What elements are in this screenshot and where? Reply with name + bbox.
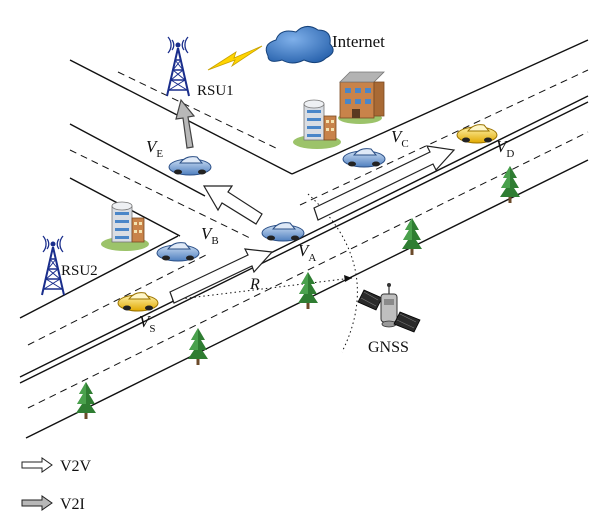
range-radius-line [171, 277, 353, 301]
gnss-satellite-icon [357, 283, 421, 333]
v2v-arrow-va-to-ve [202, 185, 263, 225]
internet-cloud-icon [265, 26, 334, 64]
v2v-arrow-vs-to-va [169, 248, 274, 304]
legend-v2i-arrow-icon [21, 495, 53, 511]
vehicle-label-vc: VC [391, 127, 409, 150]
tree-icon [298, 272, 318, 309]
side-road-centre-line [69, 149, 251, 239]
vehicle-label-ve: VE [146, 137, 163, 160]
lane-divider-2 [27, 131, 589, 409]
gnss-label: GNSS [368, 339, 409, 356]
communication-range-arc [307, 193, 358, 353]
building-icon-upper-left [292, 99, 342, 150]
building-icon-upper-right [338, 71, 385, 124]
car-icon-vc [342, 148, 386, 168]
rsu1-label: RSU1 [197, 83, 234, 99]
v2v-arrow-va-to-vc [313, 145, 456, 221]
range-radius-arrowhead [344, 275, 352, 282]
rsu1-tower-icon [166, 36, 190, 97]
car-icon-vd [456, 124, 498, 144]
main-road-upper-edge-right [291, 39, 589, 175]
car-icon-vs [117, 292, 159, 312]
vehicle-label-vb: VB [201, 224, 219, 247]
legend-v2v-label: V2V [60, 458, 92, 475]
side-road-lane-line [117, 71, 281, 151]
internet-label: Internet [332, 32, 385, 51]
legend: V2V V2I [21, 457, 92, 513]
car-icon-va [261, 222, 305, 242]
car-icon-ve [168, 156, 212, 176]
vehicle-label-vs: VS [139, 312, 156, 335]
v2i-arrow-ve-to-rsu1 [175, 98, 196, 149]
lane-divider-1b [299, 69, 589, 206]
tree-icon [500, 166, 520, 203]
car-icon-vb [156, 242, 200, 262]
range-radius-label: R [249, 276, 260, 293]
legend-v2v-arrow-icon [21, 457, 53, 473]
wireless-link-lightning-icon [207, 45, 263, 71]
median-line-1 [19, 95, 589, 378]
side-road-left-edge-upper [69, 123, 206, 197]
tree-icon [402, 218, 422, 255]
legend-item-v2v: V2V [21, 457, 92, 475]
vehicle-label-va: VA [298, 241, 316, 264]
tree-icon [76, 382, 96, 419]
main-road-upper-edge-left [19, 235, 179, 319]
legend-item-v2i: V2I [21, 495, 85, 513]
building-icon-left [100, 201, 150, 252]
vehicle-label-vd: VD [496, 137, 514, 160]
rsu2-label: RSU2 [61, 263, 98, 279]
main-road [19, 39, 589, 439]
median-line-2 [19, 101, 589, 384]
tree-icon [188, 328, 208, 365]
legend-v2i-label: V2I [60, 496, 85, 513]
lane-divider-1 [27, 252, 211, 346]
